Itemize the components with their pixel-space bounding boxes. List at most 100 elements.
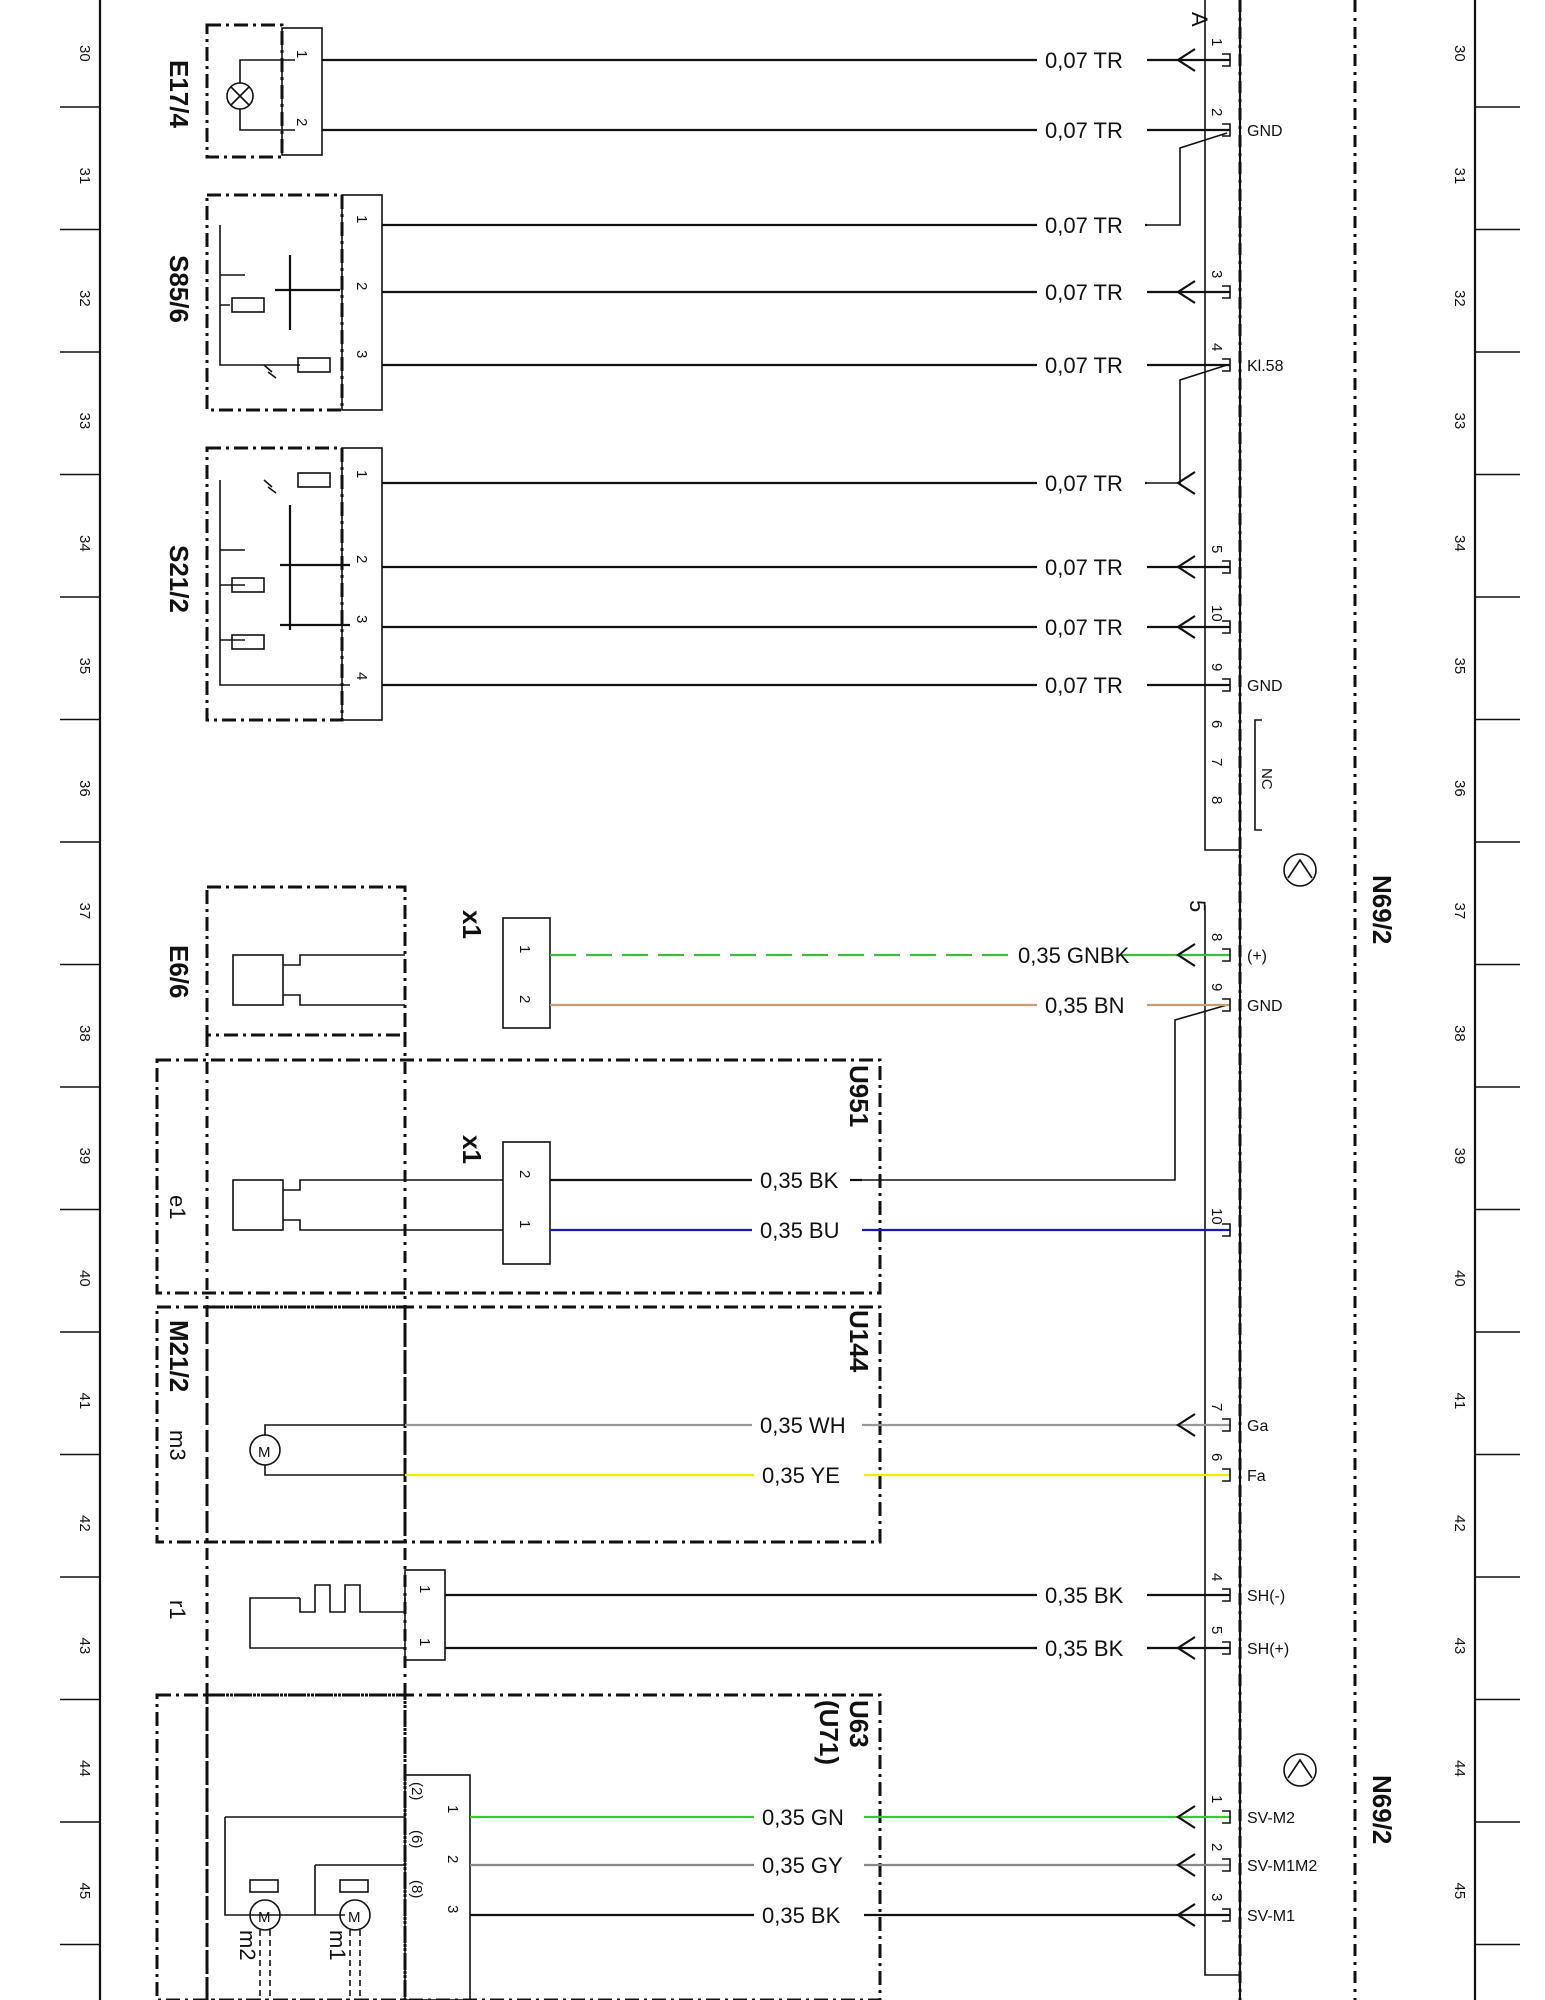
connector-a-label: A [1187,12,1212,27]
nc-pin-numbers: 678 [1208,720,1225,804]
component-pin-number: 2 [516,995,533,1003]
wire-gauge-color: 0,07 TR [1045,48,1123,73]
grid-row-number: 37 [76,903,93,920]
nc-bracket: NC [1254,719,1275,831]
sensor-r1-icon [249,1584,406,1649]
grid-row-number: 44 [76,1760,93,1777]
signal-name: Kl.58 [1247,358,1284,375]
component-pin-number: 2 [293,118,310,126]
module-pin-number: 7 [1208,1403,1225,1411]
u71-label: (U71) [814,1700,844,1765]
module-pin-terminal [1222,678,1231,692]
connector-arrow [1175,1903,1196,1927]
wire-gauge-color: 0,35 BU [760,1218,840,1243]
wire-gauge-color: 0,35 BN [1045,993,1125,1018]
connector-arrow [1175,1805,1196,1829]
grid-row-number: 35 [76,658,93,675]
module-pin-terminal [1222,998,1231,1012]
wire: 0,07 TR 5 [382,545,1231,580]
e6-6-x1-label: x1 [457,910,487,939]
ground-symbol-upper [1283,853,1317,887]
e6-6-connector [502,917,551,1029]
e17-4-label: E17/4 [164,60,194,128]
component-pin-number: 3 [444,1905,461,1913]
module-pin-terminal [1222,1418,1231,1432]
wire-gauge-color: 0,07 TR [1045,673,1123,698]
connector-arrow [1175,943,1196,967]
module-pin-number: 4 [1208,1573,1225,1581]
r1-connector [404,1569,446,1661]
wire-gauge-color: 0,35 GNBK [1018,943,1130,968]
signal-name: GND [1247,678,1283,695]
signal-name: SH(-) [1247,1588,1285,1605]
module-pin-number: 6 [1208,1453,1225,1461]
module-pin-number: 3 [1208,1893,1225,1901]
wire-gauge-color: 0,07 TR [1045,555,1123,580]
module-pin-number: 9 [1208,663,1225,671]
module-pin-terminal [1222,1810,1231,1824]
connector-arrow [1175,1853,1196,1877]
wire-gauge-color: 0,07 TR [1045,213,1123,238]
module-pin-terminal [1222,560,1231,574]
module-pin-terminal [1222,1588,1231,1602]
m3-label: m3 [165,1430,190,1461]
e6-6-leads [283,954,405,1006]
e17-4-connector [281,27,323,156]
grid-row-number: 43 [76,1638,93,1655]
svg-text:M: M [258,1444,271,1461]
u63-box [155,1693,882,2000]
grid-row-number: 36 [1451,780,1468,797]
grid-row-number: 30 [76,45,93,62]
grid-row-number: 43 [1451,1638,1468,1655]
connector-b-housing [1204,905,1240,1976]
grid-row-number: 38 [76,1025,93,1042]
signal-name: SV-M1 [1247,1908,1295,1925]
component-pin-number: 1 [416,1585,433,1593]
module-label-lower: N69/2 [1367,1775,1397,1844]
grid-row-number: 39 [76,1148,93,1165]
u63-label: U63 [844,1700,874,1748]
signal-name: Fa [1247,1468,1266,1485]
module-pin-number: 5 [1208,545,1225,553]
m2-label: m2 [235,1930,260,1961]
module-pin-number: 1 [1208,1795,1225,1803]
lamp-icon [226,59,295,131]
nc-pin-number: 7 [1208,758,1225,766]
u63-connector [404,1774,471,2000]
grid-row-number: 34 [76,535,93,552]
grid-row-number: 40 [76,1270,93,1287]
grid-row-number: 42 [1451,1515,1468,1532]
connector-arrow [1175,1636,1196,1660]
wire-gauge-color: 0,35 BK [762,1903,841,1928]
wire-gauge-color: 0,07 TR [1045,615,1123,640]
module-pin-number: 1 [1208,38,1225,46]
grid-row-number: 31 [76,168,93,185]
module-pin-terminal [1222,1223,1231,1237]
signal-name: SV-M1M2 [1247,1858,1317,1875]
grid-row-number: 40 [1451,1270,1468,1287]
u144-label: U144 [844,1310,874,1373]
component-pin-number: 1 [293,50,310,58]
module-pin-terminal [1222,948,1231,962]
wire-gauge-color: 0,07 TR [1045,471,1123,496]
wire-gauge-color: 0,07 TR [1045,353,1123,378]
component-pin-number: 1 [353,470,370,478]
connector-a-housing [1204,0,1240,851]
grid-row-number: 41 [1451,1393,1468,1410]
s85-6-box [205,193,344,412]
m21-2-label: M21/2 [164,1320,194,1392]
motor-m1-m2-icons: M M [224,1816,405,2000]
connector-b-pin: 5 [1185,900,1210,912]
grid-row-number: 41 [76,1393,93,1410]
module-pin-number: 2 [1208,1843,1225,1851]
component-pin-number: 2 [444,1855,461,1863]
signal-name: SV-M2 [1247,1810,1295,1827]
